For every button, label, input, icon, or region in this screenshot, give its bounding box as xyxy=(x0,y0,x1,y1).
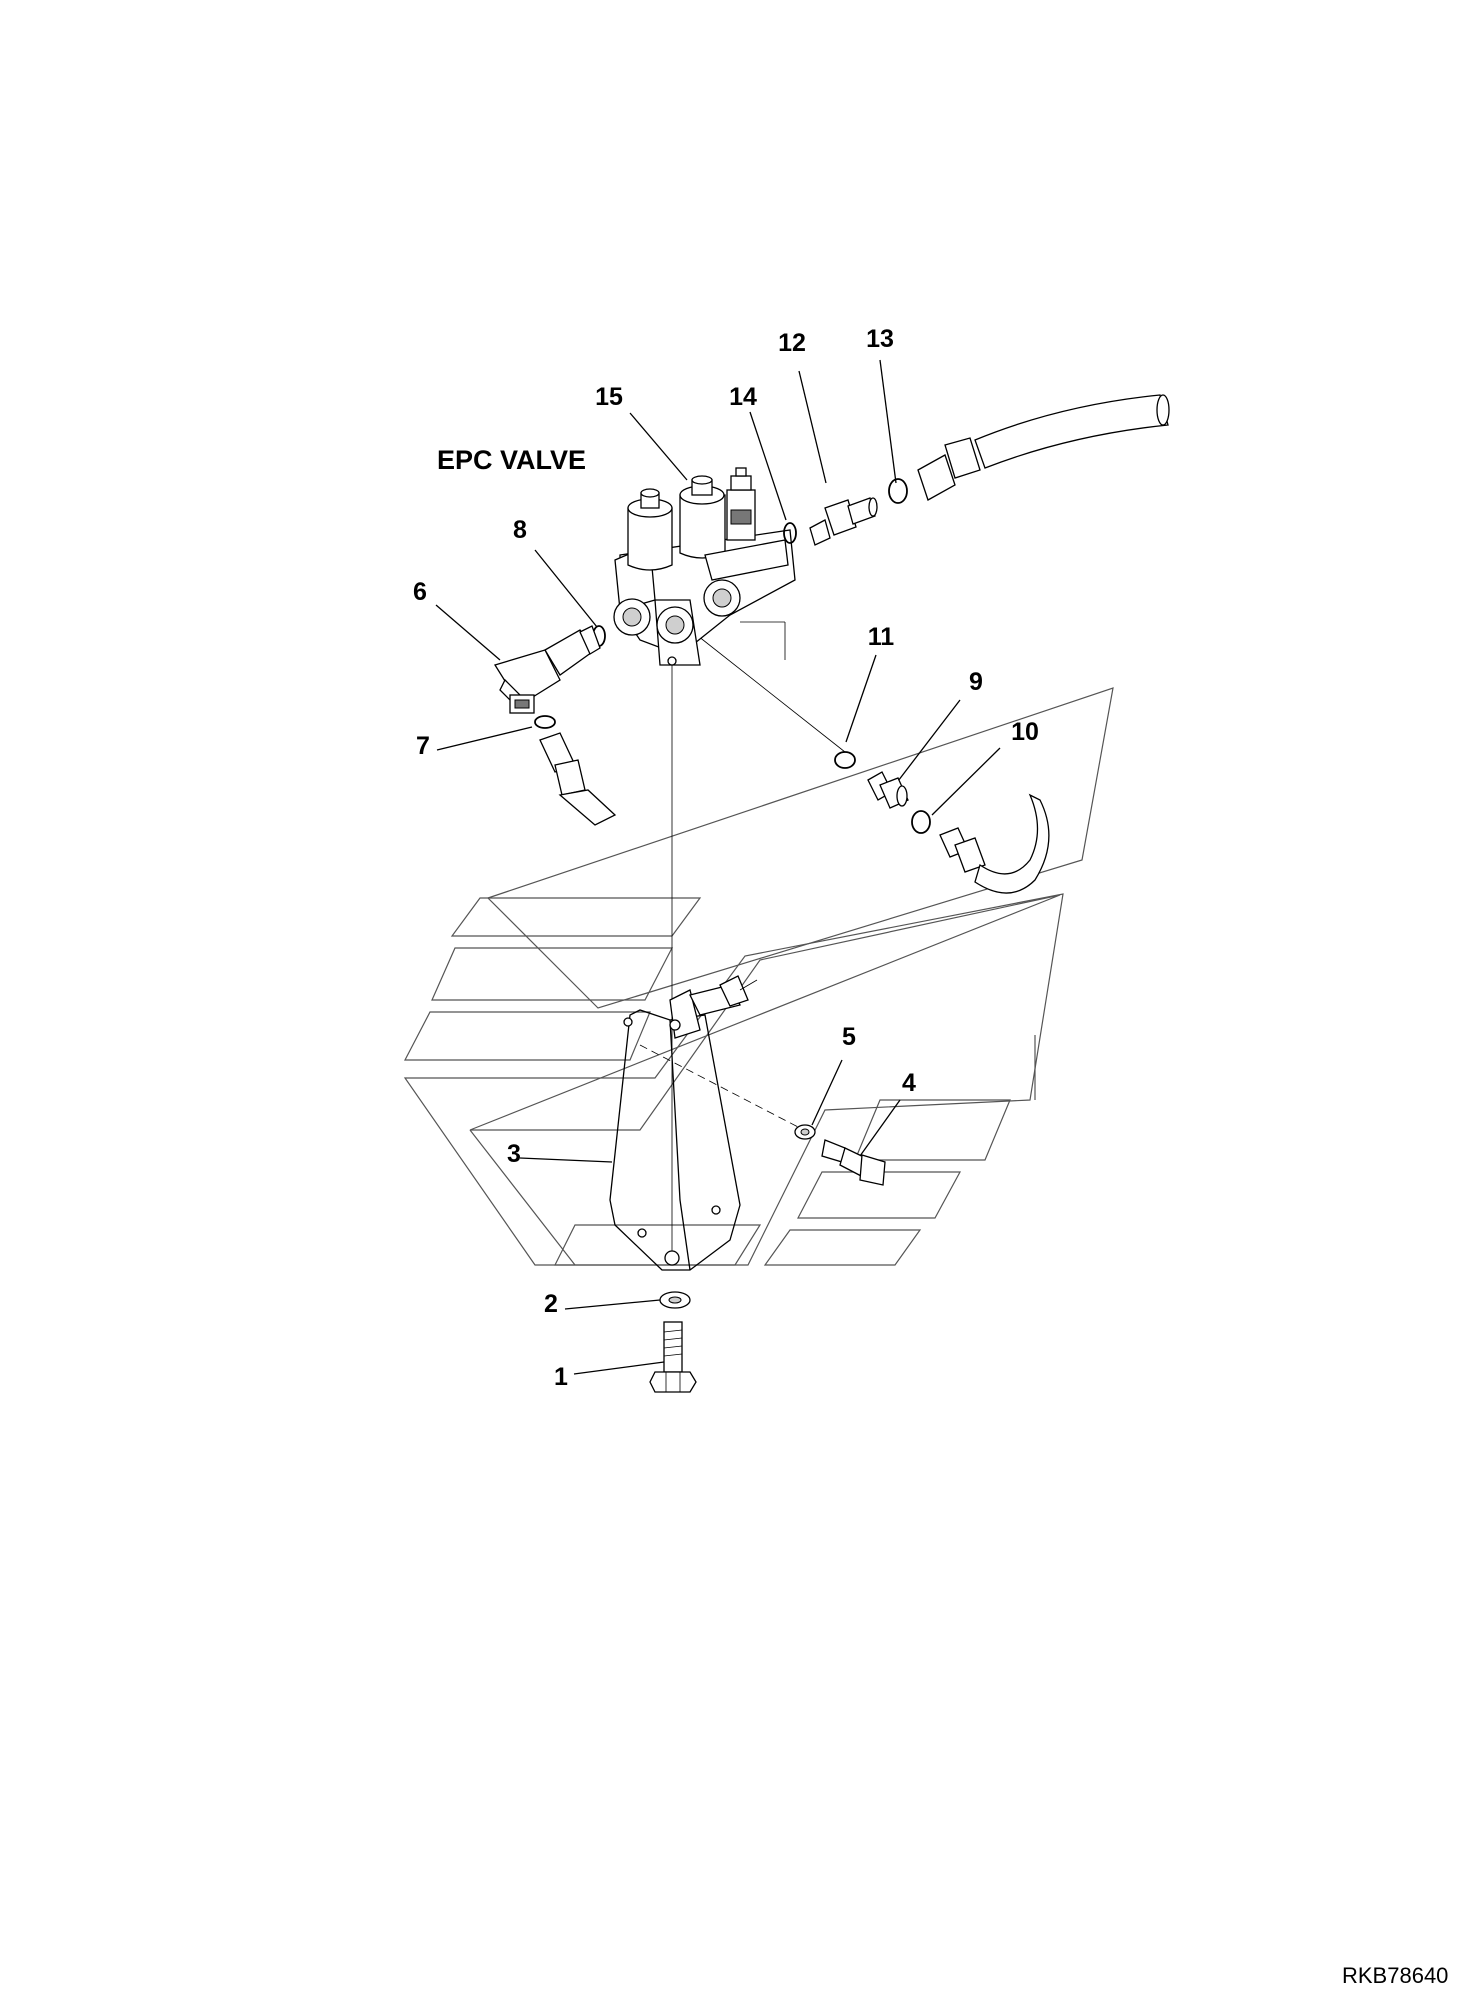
washer-5 xyxy=(794,1124,816,1140)
hose-7 xyxy=(539,732,617,826)
callout-5: 5 xyxy=(842,1023,856,1051)
callout-2: 2 xyxy=(544,1290,558,1318)
callout-6: 6 xyxy=(413,578,427,606)
callout-10: 10 xyxy=(1011,718,1039,746)
frame-outline xyxy=(403,687,1114,1266)
callout-7: 7 xyxy=(416,732,430,760)
callout-12: 12 xyxy=(778,329,806,357)
drawing-code: RKB78640 xyxy=(1342,1963,1448,1988)
leader-lines xyxy=(435,359,1001,1375)
o-ring-13 xyxy=(888,478,908,504)
adapter-12 xyxy=(809,497,878,546)
diagram-title: EPC VALVE xyxy=(437,445,586,475)
callout-4: 4 xyxy=(902,1069,916,1097)
elbow-6 xyxy=(493,625,601,714)
callout-3: 3 xyxy=(507,1140,521,1168)
callout-1: 1 xyxy=(554,1363,568,1391)
o-ring-11 xyxy=(834,751,856,769)
hose-upper xyxy=(917,394,1170,501)
washer-2 xyxy=(659,1291,691,1309)
o-ring-10 xyxy=(911,810,931,834)
callout-14: 14 xyxy=(729,383,757,411)
callout-labels: 1 2 3 4 5 6 7 8 9 10 11 12 13 14 15 xyxy=(413,325,1039,1391)
bracket-3 xyxy=(609,975,758,1271)
epc-valve-body xyxy=(613,467,796,666)
callout-11: 11 xyxy=(868,623,895,651)
bolt-4 xyxy=(821,1139,886,1186)
o-ring-7 xyxy=(534,715,556,729)
hose-10 xyxy=(939,793,1050,894)
callout-8: 8 xyxy=(513,516,527,544)
adapter-9 xyxy=(867,771,909,809)
callout-13: 13 xyxy=(866,325,894,353)
bolt-1 xyxy=(649,1321,697,1393)
o-ring-14 xyxy=(783,522,797,544)
callout-15: 15 xyxy=(595,383,623,411)
callout-9: 9 xyxy=(969,668,983,696)
